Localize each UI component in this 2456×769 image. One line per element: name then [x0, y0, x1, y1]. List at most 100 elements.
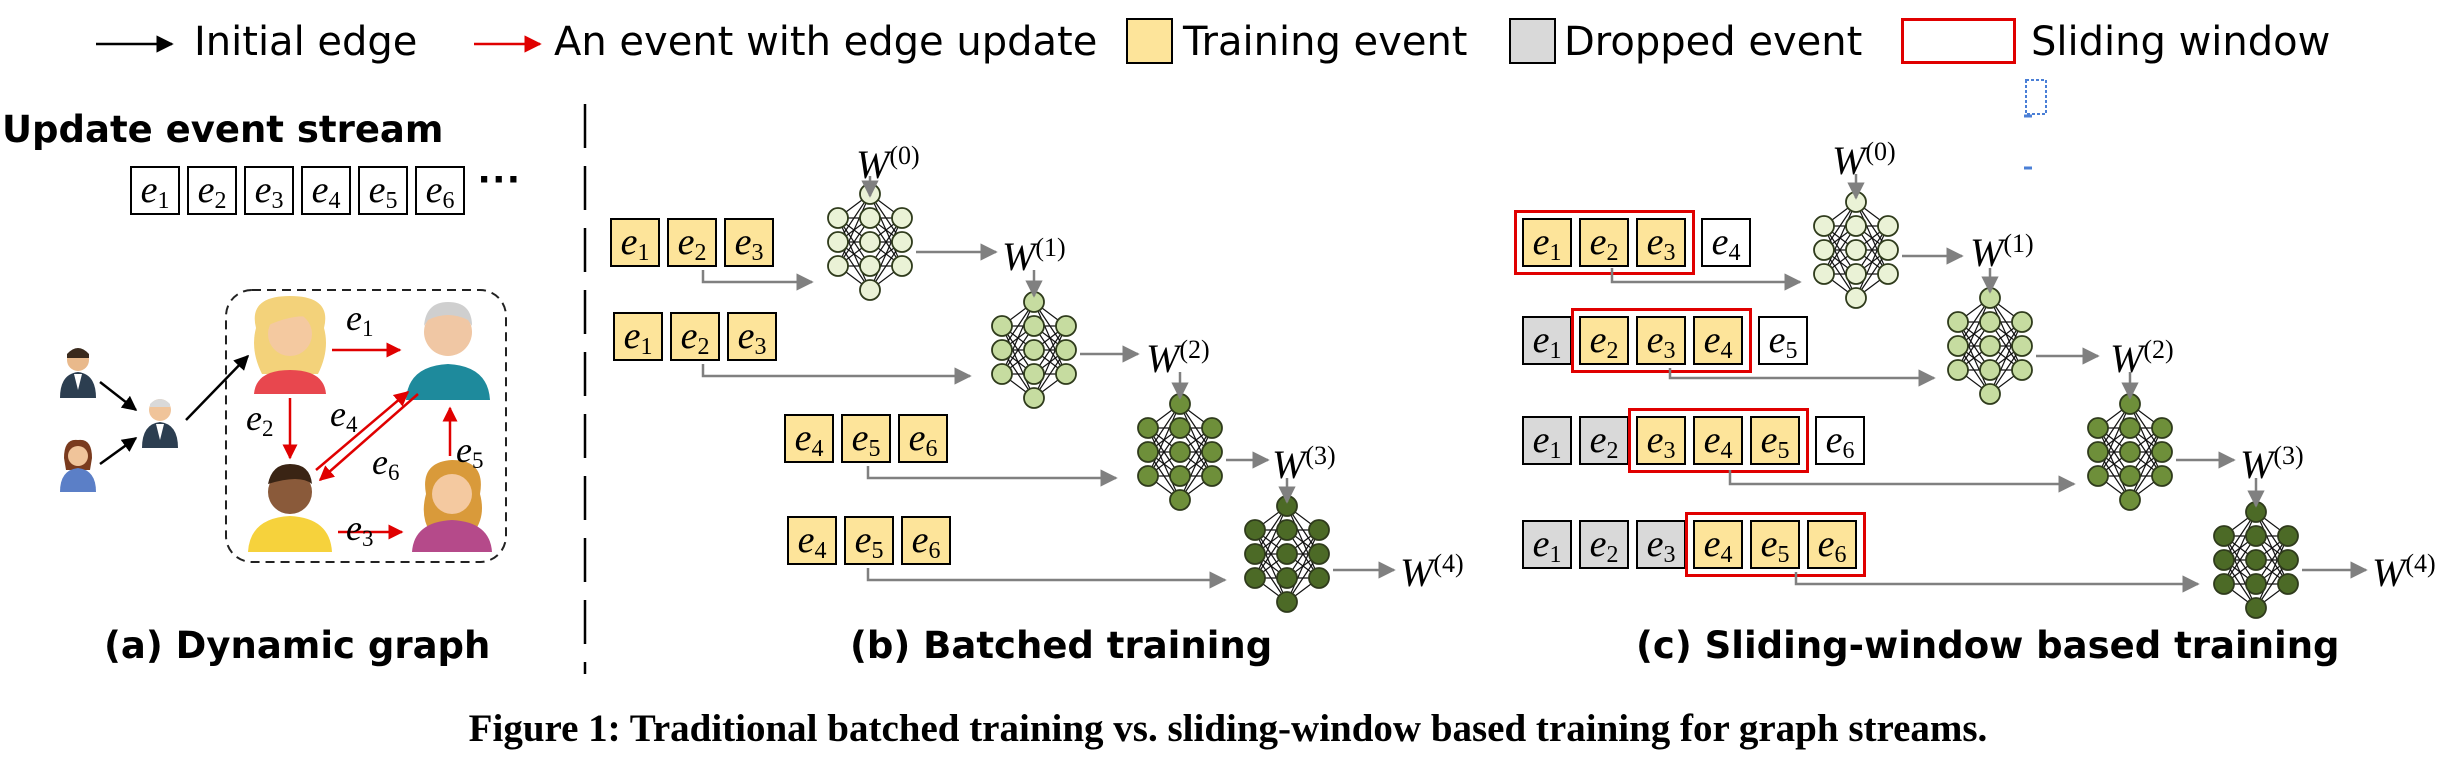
edge-label-e1: e1 [346, 298, 374, 341]
panel-b-row1-e3: e3 [724, 218, 774, 267]
panel-c-row3-arrow [1728, 470, 2076, 493]
panel-c-row3-e3: e3 [1636, 416, 1686, 465]
stream-ellipsis: ··· [478, 155, 522, 204]
stream-event-e2: e2 [187, 166, 237, 215]
panel-c-row3-e5: e5 [1750, 416, 1800, 465]
edge-label-e5: e5 [456, 430, 484, 473]
panel-b-row4-e6: e6 [901, 516, 951, 565]
panel-c-row4-arrow [1794, 572, 2200, 593]
panel-b-row3-e4: e4 [784, 414, 834, 463]
edge-label-e6: e6 [372, 442, 400, 485]
stream-event-e6: e6 [415, 166, 465, 215]
panel-c-row4-dropped-e3: e3 [1636, 520, 1686, 569]
panel-c-row2-e4: e4 [1693, 316, 1743, 365]
edge-e4 [315, 391, 410, 471]
edge-small-2-to-center [99, 436, 138, 466]
person-dark-man-avatar [248, 464, 332, 552]
legend-initial-edge-label: Initial edge [194, 19, 418, 65]
panel-c-row3-e4: e4 [1693, 416, 1743, 465]
person-man-small-1-avatar [60, 348, 96, 398]
panel-b-row2-e2: e2 [670, 312, 720, 361]
legend-window-label: Sliding window [2031, 19, 2331, 65]
panel-c-row2-e2: e2 [1579, 316, 1629, 365]
panel-b-row4-e5: e5 [844, 516, 894, 565]
panel-c-row1-e2: e2 [1579, 218, 1629, 267]
panel-b-row4-arrow [866, 568, 1227, 589]
panel-c-row2-e3: e3 [1636, 316, 1686, 365]
panel-b-row1-e2: e2 [667, 218, 717, 267]
stream-title: Update event stream [2, 108, 444, 151]
panel-b-weight-1: W(1) [1002, 233, 1066, 279]
panel-b-weight-3: W(3) [1272, 441, 1336, 487]
panel-c-weight-0: W(0) [1832, 137, 1896, 183]
panel-b-network-4 [1244, 495, 1330, 613]
panel-c-row4-dropped-e1: e1 [1522, 520, 1572, 569]
legend-arrows [96, 35, 542, 53]
flow-arrows [701, 174, 2368, 619]
panel-b-row1-e1: e1 [610, 218, 660, 267]
panel-c-row4-e6: e6 [1807, 520, 1857, 569]
edge-small-1-to-center [99, 381, 138, 411]
panel-b-row4-e4: e4 [787, 516, 837, 565]
legend-update-edge-label: An event with edge update [554, 19, 1098, 65]
panel-c-network-3 [2087, 393, 2173, 511]
panel-b-weight-0: W(0) [856, 141, 920, 187]
panel-c-weight-2: W(2) [2110, 335, 2174, 381]
panel-c-row1-arrow [1610, 268, 1802, 291]
panel-b-network-3 [1137, 393, 1223, 511]
panel-b-row3-arrow [866, 466, 1118, 487]
panel-c-row1-next-e4: e4 [1701, 218, 1751, 267]
panel-c-network-4 [2213, 501, 2299, 619]
panel-c-row4-e5: e5 [1750, 520, 1800, 569]
figure-caption: Figure 1: Traditional batched training v… [468, 707, 1988, 750]
panel-c-weight-1: W(1) [1970, 229, 2034, 275]
dynamic-graph [60, 289, 507, 563]
panel-b-row2-e1: e1 [613, 312, 663, 361]
edge-label-e2: e2 [246, 398, 274, 441]
person-man-teal-avatar [406, 302, 490, 400]
edge-label-e4: e4 [330, 394, 358, 437]
panel-c-row1-e1: e1 [1522, 218, 1572, 267]
edge-label-e3: e3 [346, 508, 374, 551]
panel-b-row2-e3: e3 [727, 312, 777, 361]
panel-c-window-2 [1571, 308, 1752, 373]
stream-event-e3: e3 [244, 166, 294, 215]
panel-divider [583, 104, 587, 674]
panel-c-row4-e4: e4 [1693, 520, 1743, 569]
legend-dropped-label: Dropped event [1564, 19, 1863, 65]
panel-b-row3-e5: e5 [841, 414, 891, 463]
panel-c-row3-next-e6: e6 [1815, 416, 1865, 465]
panel-c-row2-dropped-e1: e1 [1522, 316, 1572, 365]
panel-b-row3-e6: e6 [898, 414, 948, 463]
edge-e6 [318, 393, 419, 481]
stream-event-e4: e4 [301, 166, 351, 215]
legend-training-label: Training event [1183, 19, 1468, 65]
panel-c-row1-e3: e3 [1636, 218, 1686, 267]
panel-c-window-3 [1628, 408, 1809, 473]
panel-c-weight-4: W(4) [2372, 549, 2436, 595]
person-redhair-woman-avatar [412, 460, 492, 552]
panel-a-title: (a) Dynamic graph [104, 624, 491, 667]
panel-c-window-1 [1514, 210, 1695, 275]
panel-c-row3-dropped-e1: e1 [1522, 416, 1572, 465]
legend-window-swatch [1901, 18, 2016, 64]
graph-dashed-frame [225, 289, 507, 563]
panel-b-row1-arrow [701, 270, 814, 291]
stream-event-e1: e1 [130, 166, 180, 215]
panel-b-network-1 [827, 183, 913, 301]
legend-dropped-swatch [1509, 18, 1556, 64]
panel-c-window-4 [1685, 512, 1866, 577]
legend-training-swatch [1126, 18, 1173, 64]
person-woman-small-avatar [60, 439, 96, 492]
edge-center-to-blonde [185, 354, 250, 421]
panel-b-title: (b) Batched training [850, 624, 1273, 667]
panel-c-title: (c) Sliding-window based training [1636, 624, 2340, 667]
stream-event-e5: e5 [358, 166, 408, 215]
panel-c-row2-next-e5: e5 [1758, 316, 1808, 365]
panel-b-row2-arrow [701, 364, 972, 385]
decorative-marker-icon [2024, 79, 2047, 170]
panel-c-row4-dropped-e2: e2 [1579, 520, 1629, 569]
panel-c-row2-arrow [1668, 368, 1936, 387]
panel-b-weight-2: W(2) [1146, 335, 1210, 381]
person-man-small-2-avatar [142, 399, 178, 448]
